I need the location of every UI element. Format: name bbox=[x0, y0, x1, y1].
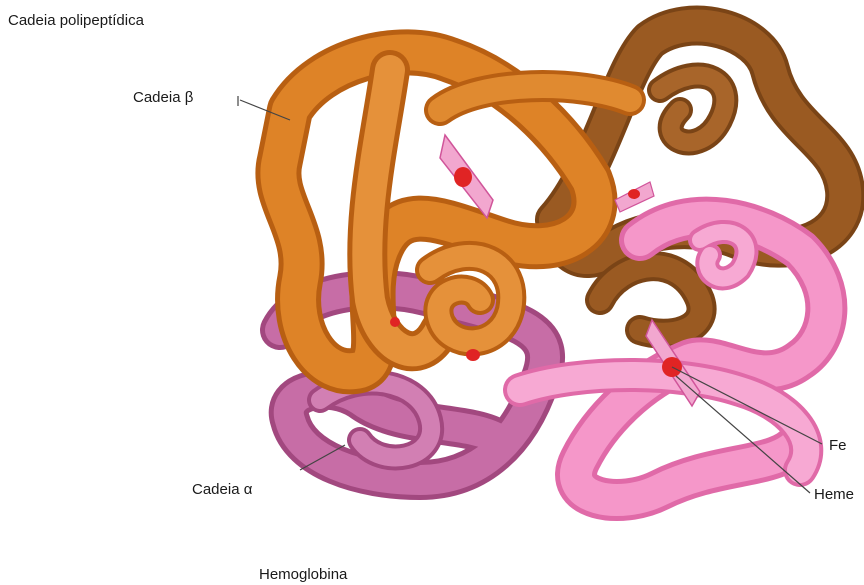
heme-group-middle bbox=[615, 182, 654, 212]
diagram-caption: Hemoglobina bbox=[259, 566, 347, 583]
iron-atom bbox=[454, 167, 472, 187]
alpha-chain-label: Cadeia α bbox=[192, 481, 252, 498]
beta-chain-orange bbox=[278, 52, 630, 371]
iron-label: Fe bbox=[829, 437, 847, 454]
heme-label: Heme bbox=[814, 486, 854, 503]
beta-chain-label: Cadeia β bbox=[133, 89, 193, 106]
